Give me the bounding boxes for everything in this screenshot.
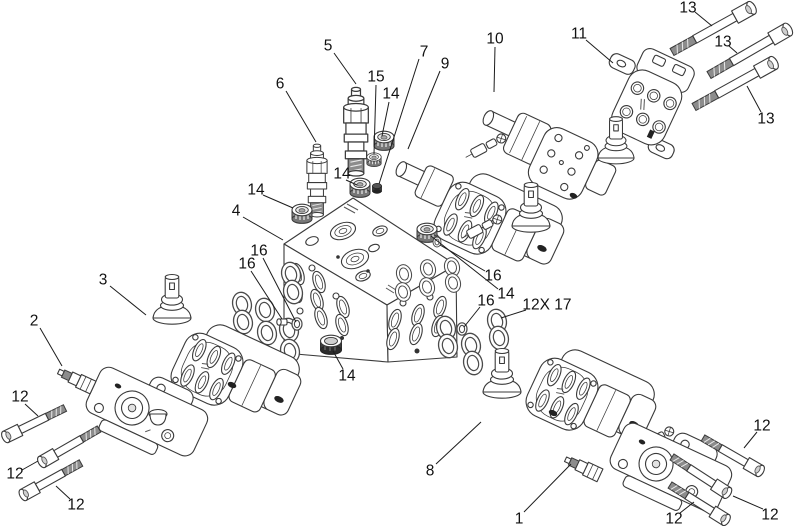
plug-on-block-bottom — [319, 334, 343, 355]
callout-leader-13-10 — [746, 85, 762, 113]
callout-leader-16-24 — [463, 306, 481, 328]
callout-leader-12-29 — [679, 501, 695, 514]
callout-leader-9-5 — [407, 70, 441, 150]
relief-valve-5 — [343, 86, 369, 177]
callout-leader-14-21 — [332, 350, 344, 370]
callout-label-14-13: 14 — [333, 166, 351, 183]
callout-label-6-1: 6 — [276, 76, 285, 93]
callout-label-3-16: 3 — [99, 272, 108, 289]
oring-16-group — [276, 317, 468, 336]
callout-label-1-27: 1 — [515, 511, 524, 526]
callout-leader-12-18 — [24, 403, 39, 417]
callout-leader-12-19 — [21, 460, 39, 471]
callout-leader-13-8 — [694, 11, 713, 27]
valve-section-9 — [395, 161, 573, 286]
callout-label-10-6: 10 — [486, 31, 504, 48]
valve-section-3 — [152, 273, 310, 437]
callout-leader-14-11 — [262, 194, 294, 209]
callout-leader-1-27 — [523, 463, 572, 513]
plugs-group — [291, 130, 395, 224]
callout-leader-14-13 — [345, 179, 358, 186]
callout-leader-14-23 — [430, 235, 499, 290]
valve-section-8 — [482, 337, 676, 462]
callout-leader-10-6 — [493, 46, 496, 93]
callout-label-16-22: 16 — [484, 268, 501, 285]
bolt-12-left-group — [0, 401, 103, 503]
callout-leader-3-16 — [109, 285, 147, 316]
callout-label-13-8: 13 — [679, 0, 696, 17]
callout-leader-11-7 — [585, 39, 614, 64]
end-cap-11 — [608, 47, 695, 160]
callout-label-7-4: 7 — [420, 44, 429, 61]
valve-section-10 — [463, 108, 635, 214]
callout-leader-16-15 — [250, 270, 283, 320]
callout-label-12-29: 12 — [665, 511, 682, 526]
callout-leader-8-26 — [435, 421, 482, 465]
callout-leader-7-4 — [378, 58, 420, 185]
bolt-13-group — [668, 0, 796, 114]
callout-label-5-0: 5 — [324, 38, 333, 55]
callout-leader-12-30 — [732, 495, 764, 510]
callout-label-12-30: 12 — [761, 507, 778, 524]
callout-leader-5-0 — [333, 52, 357, 85]
callout-label-12-20: 12 — [67, 497, 84, 514]
callout-leader-15-2 — [373, 84, 377, 155]
callout-label-13-10: 13 — [757, 111, 774, 128]
callout-leader-12X17-25 — [500, 309, 527, 319]
callout-label-8-26: 8 — [426, 463, 435, 480]
callout-leader-14-3 — [381, 101, 390, 137]
callout-label-9-5: 9 — [441, 56, 450, 73]
callout-label-14-3: 14 — [382, 86, 400, 103]
callout-label-12-18: 12 — [11, 389, 28, 406]
callout-label-16-14: 16 — [250, 243, 267, 260]
callout-label-16-24: 16 — [477, 293, 494, 310]
callout-leader-12-20 — [55, 485, 71, 500]
callout-leader-13-9 — [728, 45, 738, 54]
callout-leader-12-28 — [743, 431, 758, 449]
callout-label-13-9: 13 — [714, 34, 731, 51]
callout-label-2-17: 2 — [30, 313, 39, 330]
callout-label-15-2: 15 — [367, 69, 384, 86]
callout-label-14-21: 14 — [338, 368, 356, 385]
callout-leader-4-12 — [242, 216, 284, 241]
callout-label-4-12: 4 — [232, 203, 241, 220]
callout-leader-6-1 — [285, 90, 317, 143]
callout-label-12-28: 12 — [753, 418, 770, 435]
callout-label-16-15: 16 — [238, 256, 255, 273]
callout-label-12-19: 12 — [6, 466, 23, 483]
valve-section-2 — [55, 352, 217, 471]
callout-leader-2-17 — [39, 327, 63, 367]
callout-label-11-7: 11 — [571, 26, 587, 43]
set-screw-7 — [372, 182, 382, 194]
callout-label-14-23: 14 — [497, 286, 515, 303]
callout-label-12X17-25: 12X 17 — [522, 297, 571, 314]
callout-leader-16-14 — [262, 257, 297, 323]
callout-label-14-11: 14 — [247, 182, 265, 199]
